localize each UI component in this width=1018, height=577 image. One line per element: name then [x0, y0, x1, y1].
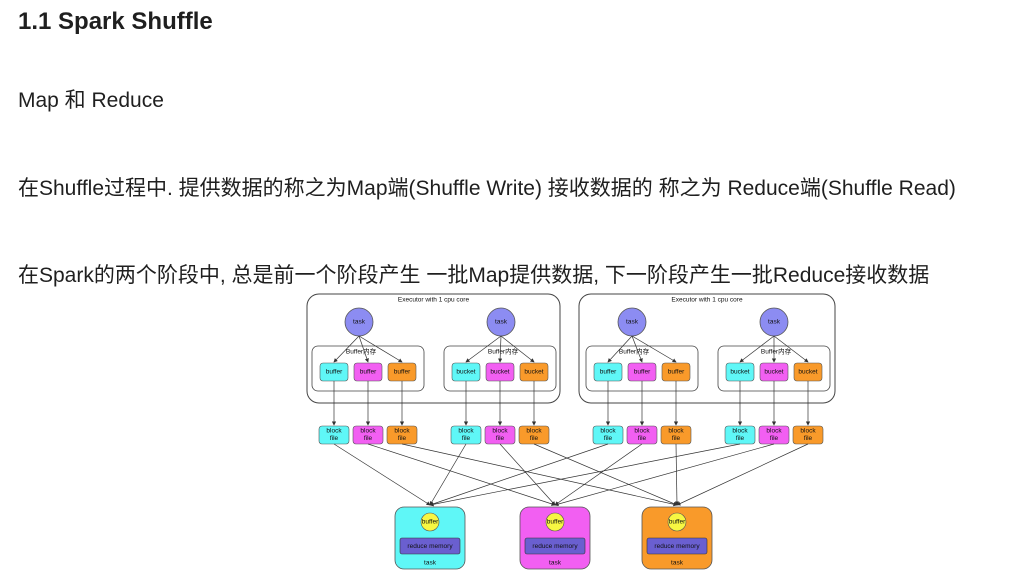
reduce-buffer-label: buffer	[547, 519, 564, 526]
reduce-memory-label: reduce memory	[407, 543, 453, 550]
task-to-buffer-arrow	[631, 335, 643, 363]
map-task-label: task	[626, 319, 639, 326]
bucket-label: bucket	[764, 369, 783, 376]
section-heading: 1.1 Spark Shuffle	[18, 8, 213, 35]
shuffle-arrow	[533, 443, 678, 506]
bucket-label: bucket	[798, 369, 817, 376]
block-file-label: block	[600, 428, 616, 435]
block-file-label: file	[530, 435, 539, 442]
task-to-buffer-arrow	[498, 335, 503, 363]
executor-label: Executor with 1 cpu core	[671, 297, 743, 304]
reduce-memory-label: reduce memory	[654, 543, 700, 550]
buffer-label: buffer	[634, 369, 651, 376]
reduce-buffer-label: buffer	[669, 519, 686, 526]
block-file-label: file	[496, 435, 505, 442]
block-file-label: file	[330, 435, 339, 442]
task-to-buffer-arrow	[773, 335, 809, 363]
block-file-label: file	[638, 435, 647, 442]
task-to-buffer-arrow	[739, 335, 775, 363]
task-to-buffer-arrow	[333, 335, 360, 363]
map-task-label: task	[353, 319, 366, 326]
shuffle-arrow	[429, 443, 467, 506]
buffer-label: buffer	[600, 369, 617, 376]
block-file-label: block	[732, 428, 748, 435]
block-file-label: file	[804, 435, 813, 442]
block-file-label: block	[668, 428, 684, 435]
map-task-label: task	[495, 319, 508, 326]
bucket-label: bucket	[524, 369, 543, 376]
reduce-memory-box	[524, 537, 586, 555]
reduce-task-label: task	[424, 560, 437, 567]
task-to-buffer-arrow	[607, 335, 633, 363]
block-file-label: block	[492, 428, 508, 435]
paragraph-spark-stages: 在Spark的两个阶段中, 总是前一个阶段产生 一批Map提供数据, 下一阶段产…	[18, 264, 930, 287]
buffer-label: buffer	[394, 369, 411, 376]
bucket-label: bucket	[456, 369, 475, 376]
buffer-label: buffer	[360, 369, 377, 376]
task-to-buffer-arrow	[358, 335, 403, 363]
block-file-label: file	[398, 435, 407, 442]
task-to-buffer-arrow	[631, 335, 677, 363]
block-file-label: file	[364, 435, 373, 442]
shuffle-arrow	[674, 443, 680, 506]
shuffle-arrow	[367, 443, 556, 506]
block-file-label: block	[800, 428, 816, 435]
buffer-group-label: Buffer内存	[488, 347, 519, 356]
buffer-group-label: Buffer内存	[761, 347, 792, 356]
paragraph-shuffle-process: 在Shuffle过程中. 提供数据的称之为Map端(Shuffle Write)…	[18, 177, 956, 200]
block-file-label: file	[604, 435, 613, 442]
shuffle-arrow	[499, 443, 556, 506]
block-file-label: file	[672, 435, 681, 442]
buffer-label: buffer	[326, 369, 343, 376]
reduce-memory-box	[399, 537, 461, 555]
shuffle-arrow	[429, 443, 741, 507]
reduce-buffer-label: buffer	[422, 519, 439, 526]
shuffle-arrow	[429, 443, 609, 506]
shuffle-arrow	[554, 443, 643, 506]
shuffle-arrow	[676, 443, 809, 506]
block-file-label: file	[462, 435, 471, 442]
executor-label: Executor with 1 cpu core	[398, 297, 470, 304]
task-to-buffer-arrow	[465, 335, 502, 363]
buffer-group-label: Buffer内存	[346, 347, 377, 356]
task-to-buffer-arrow	[500, 335, 535, 363]
block-file-label: block	[360, 428, 376, 435]
reduce-buffer-circle	[667, 512, 687, 532]
bucket-label: bucket	[730, 369, 749, 376]
block-file-label: file	[770, 435, 779, 442]
bucket-label: bucket	[490, 369, 509, 376]
reduce-task-label: task	[549, 560, 562, 567]
block-file-label: block	[766, 428, 782, 435]
task-to-buffer-arrow	[358, 335, 369, 363]
shuffle-diagram: Executor with 1 cpu core Executor with 1 …	[306, 293, 836, 570]
reduce-memory-box	[646, 537, 708, 555]
block-file-label: block	[634, 428, 650, 435]
block-file-label: block	[326, 428, 342, 435]
map-task-label: task	[768, 319, 781, 326]
block-file-label: block	[526, 428, 542, 435]
block-file-label: block	[458, 428, 474, 435]
block-file-label: file	[736, 435, 745, 442]
reduce-buffer-circle	[545, 512, 565, 532]
shuffle-arrow	[554, 443, 775, 507]
reduce-memory-label: reduce memory	[532, 543, 578, 550]
reduce-task-label: task	[671, 560, 684, 567]
buffer-label: buffer	[668, 369, 685, 376]
paragraph-map-reduce: Map 和 Reduce	[18, 89, 164, 112]
block-file-label: block	[394, 428, 410, 435]
buffer-group-label: Buffer内存	[619, 347, 650, 356]
shuffle-arrow	[333, 443, 431, 506]
reduce-buffer-circle	[420, 512, 440, 532]
shuffle-arrow	[401, 443, 678, 507]
